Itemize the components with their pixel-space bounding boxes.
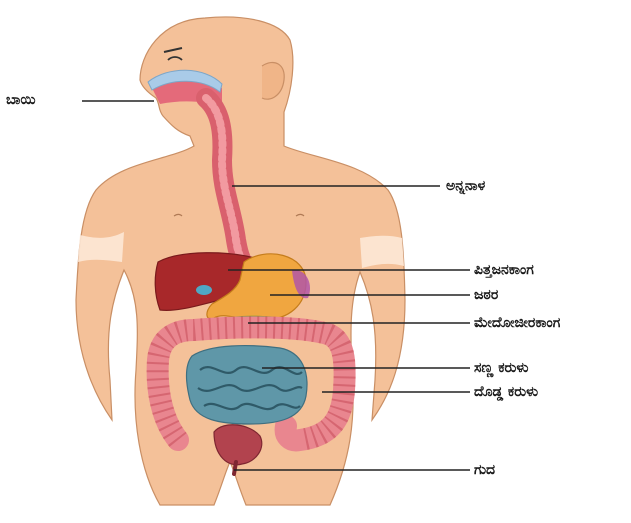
anus-canal: [234, 462, 236, 474]
gall-bladder: [196, 285, 212, 295]
label-anus: ಗುದ: [474, 462, 495, 478]
label-small-intestine: ಸಣ್ಣ ಕರುಳು: [474, 360, 528, 376]
label-mouth: ಬಾಯಿ: [6, 92, 36, 108]
label-pancreas: ಮೇದೋಜೀರಕಾಂಗ: [474, 315, 560, 331]
label-stomach: ಜಠರ: [474, 287, 498, 303]
label-liver: ಪಿತ್ತಜನಕಾಂಗ: [474, 262, 534, 278]
label-oesophagus: ಅನ್ನನಾಳ: [446, 178, 485, 194]
small-intestine: [187, 346, 307, 424]
label-large-intestine: ದೊಡ್ಡ ಕರುಳು: [474, 384, 538, 400]
right-arm-highlight: [360, 236, 404, 268]
